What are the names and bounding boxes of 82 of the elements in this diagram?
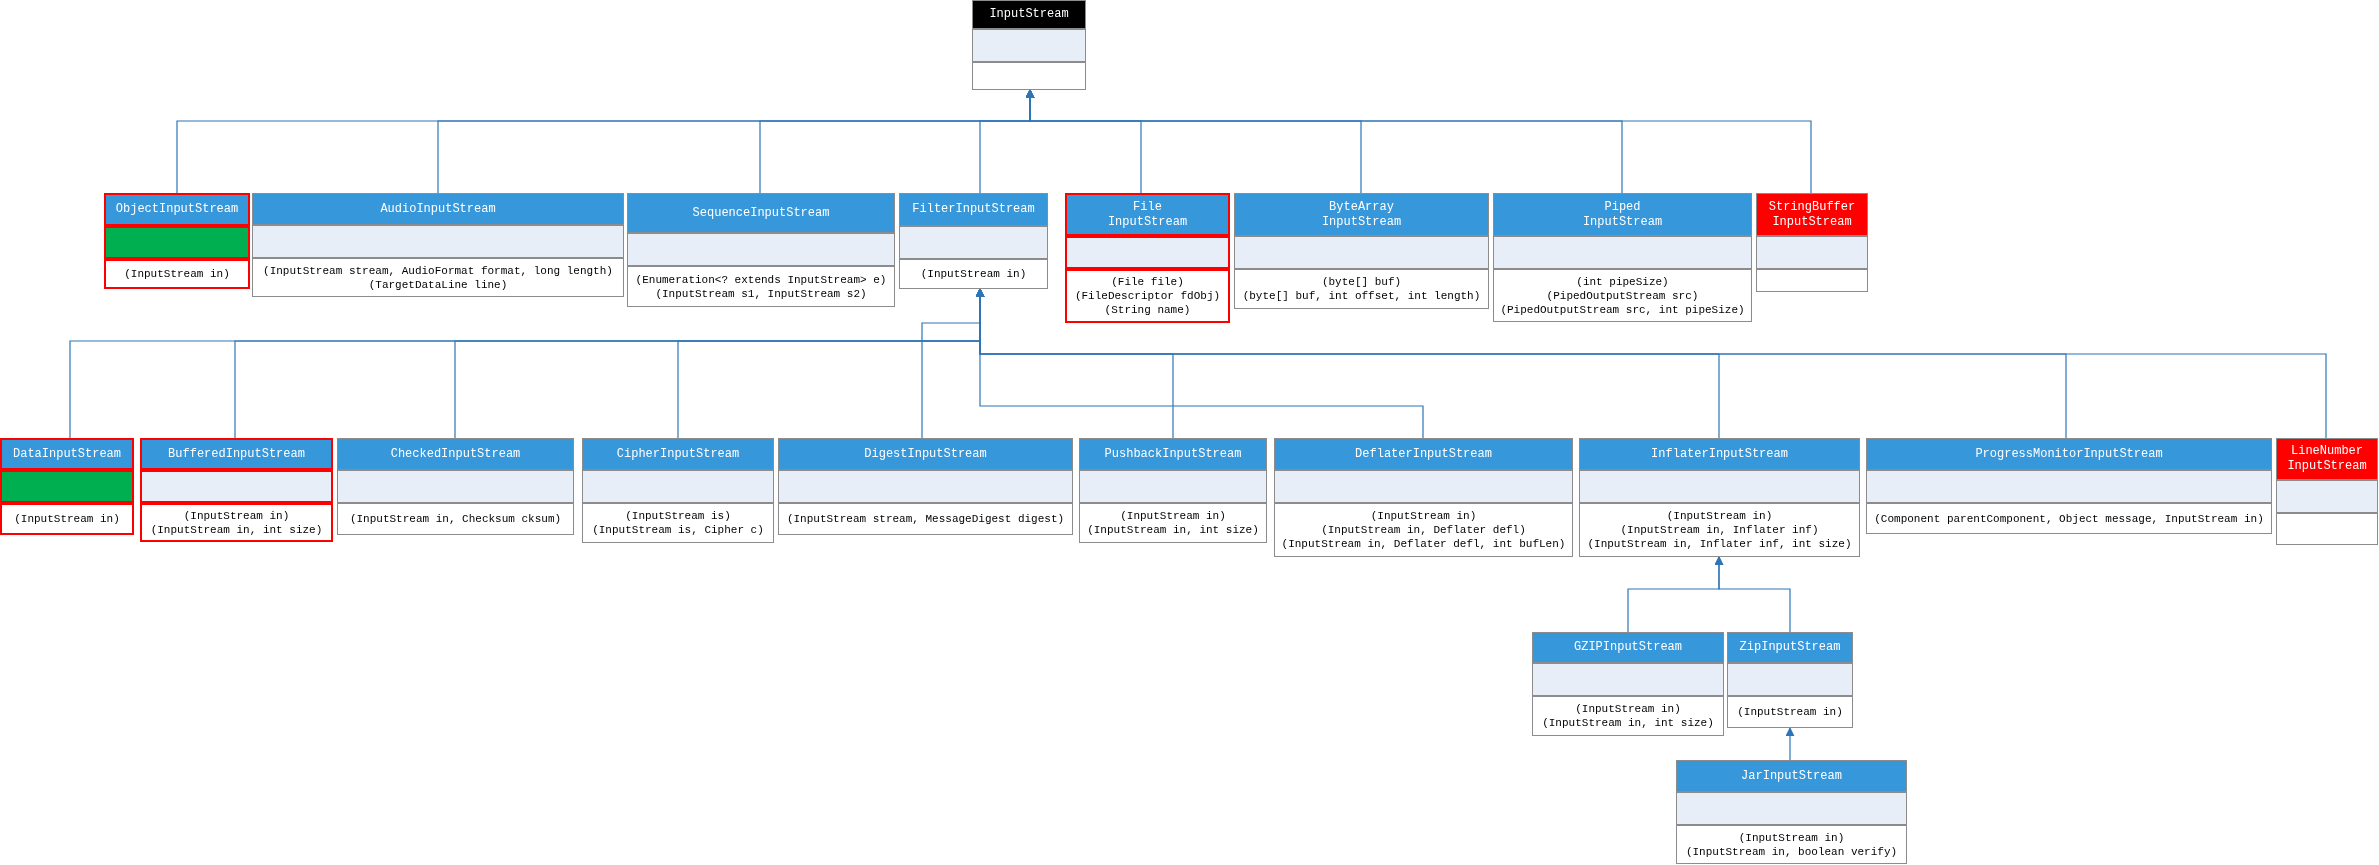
constructor-signature: (int pipeSize) [1576, 274, 1669, 289]
constructor-signature: (InputStream in, boolean verify) [1685, 844, 1898, 859]
constructor-signature: (TargetDataLine line) [368, 277, 508, 292]
class-header: FilterInputStream [899, 193, 1048, 226]
class-box [1756, 193, 1868, 292]
class-box [899, 193, 1048, 289]
constructor-signature: (InputStream stream, MessageDigest digest) [786, 512, 1065, 526]
class-header: AudioInputStream [252, 193, 624, 225]
constructor-signature: (File file) [1111, 275, 1184, 289]
class-header: InflaterInputStream [1579, 438, 1860, 470]
constructor-signature: (String name) [1104, 303, 1191, 317]
class-header: CipherInputStream [582, 438, 774, 470]
class-header: LineNumber InputStream [2276, 438, 2378, 480]
constructor-signature: (InputStream is, Cipher c) [592, 523, 764, 537]
class-box [1866, 438, 2272, 534]
constructor-signature: (PipedOutputStream src, int pipeSize) [1500, 302, 1745, 317]
constructor-signature: (InputStream in) [1575, 702, 1681, 716]
class-header: ProgressMonitorInputStream [1866, 438, 2272, 470]
class-header: BufferedInputStream [140, 438, 333, 470]
class-box [1493, 193, 1752, 322]
class-box [252, 193, 624, 297]
class-header: ZipInputStream [1727, 632, 1853, 663]
class-header: CheckedInputStream [337, 438, 574, 470]
constructor-signature: (InputStream in, int size) [150, 522, 323, 537]
class-box [778, 438, 1073, 535]
class-header: ObjectInputStream [104, 193, 250, 226]
class-box [972, 0, 1086, 90]
class-box [337, 438, 574, 535]
constructor-signature: (InputStream in) [14, 512, 120, 526]
constructor-signature: (FileDescriptor fdObj) [1074, 289, 1221, 303]
class-header: GZIPInputStream [1532, 632, 1724, 663]
constructor-signature: (InputStream in) [1370, 509, 1477, 523]
class-box [582, 438, 774, 543]
inheritance-arrow [1785, 727, 1795, 761]
class-box [1234, 193, 1489, 309]
inheritance-arrow [1025, 89, 1812, 194]
constructor-signature: (InputStream in) [1666, 509, 1773, 523]
class-box [1676, 760, 1907, 864]
class-header: ByteArray InputStream [1234, 193, 1489, 236]
class-header: File InputStream [1065, 193, 1230, 236]
constructor-signature: (InputStream in, Inflater inf) [1620, 523, 1819, 537]
class-box [140, 438, 333, 542]
constructor-signature: (InputStream in) [1738, 830, 1845, 845]
constructor-signature: (InputStream in) [124, 267, 230, 281]
constructor-signature: (InputStream in) [1120, 509, 1226, 523]
class-box [1579, 438, 1860, 557]
constructor-signature: (InputStream in, int size) [1542, 716, 1714, 730]
constructor-signature: (byte[] buf) [1321, 275, 1402, 289]
class-header: DataInputStream [0, 438, 134, 470]
inheritance-arrow [1714, 556, 1791, 633]
class-header: DigestInputStream [778, 438, 1073, 470]
class-header: JarInputStream [1676, 760, 1907, 792]
constructor-signature: (InputStream in, int size) [1087, 523, 1259, 537]
class-header: PushbackInputStream [1079, 438, 1267, 470]
class-header: StringBuffer InputStream [1756, 193, 1868, 236]
constructor-signature: (InputStream in) [183, 508, 290, 523]
class-box [2276, 438, 2378, 545]
constructor-signature: (PipedOutputStream src) [1546, 288, 1699, 303]
constructor-signature: (InputStream s1, InputStream s2) [655, 286, 867, 301]
class-box [1079, 438, 1267, 543]
constructor-signature: (Enumeration<? extends InputStream> e) [635, 272, 887, 287]
constructor-signature: (InputStream in, Inflater inf, int size) [1587, 537, 1852, 551]
class-box [1727, 632, 1853, 728]
constructor-signature: (InputStream in) [1737, 705, 1843, 719]
class-box [1065, 193, 1230, 323]
constructor-signature: (byte[] buf, int offset, int length) [1242, 289, 1481, 303]
constructor-signature: (InputStream in) [920, 267, 1027, 281]
class-header: DeflaterInputStream [1274, 438, 1573, 470]
constructor-signature: (InputStream in, Checksum cksum) [349, 512, 562, 526]
constructor-signature: (Component parentComponent, Object message, InputStream in) [1874, 511, 2264, 526]
constructor-signature: (InputStream is) [625, 509, 731, 523]
class-box [0, 438, 134, 535]
constructor-signature: (InputStream in, Deflater defl) [1321, 523, 1526, 537]
class-header: Piped InputStream [1493, 193, 1752, 236]
class-header: SequenceInputStream [627, 193, 895, 233]
class-header: InputStream [972, 0, 1086, 29]
class-box [1274, 438, 1573, 557]
class-box [104, 193, 250, 289]
constructor-signature: (InputStream in, Deflater defl, int bufLen) [1281, 537, 1566, 551]
constructor-signature: (InputStream stream, AudioFormat format, long length) [263, 263, 613, 278]
class-box [1532, 632, 1724, 736]
class-box [627, 193, 895, 307]
